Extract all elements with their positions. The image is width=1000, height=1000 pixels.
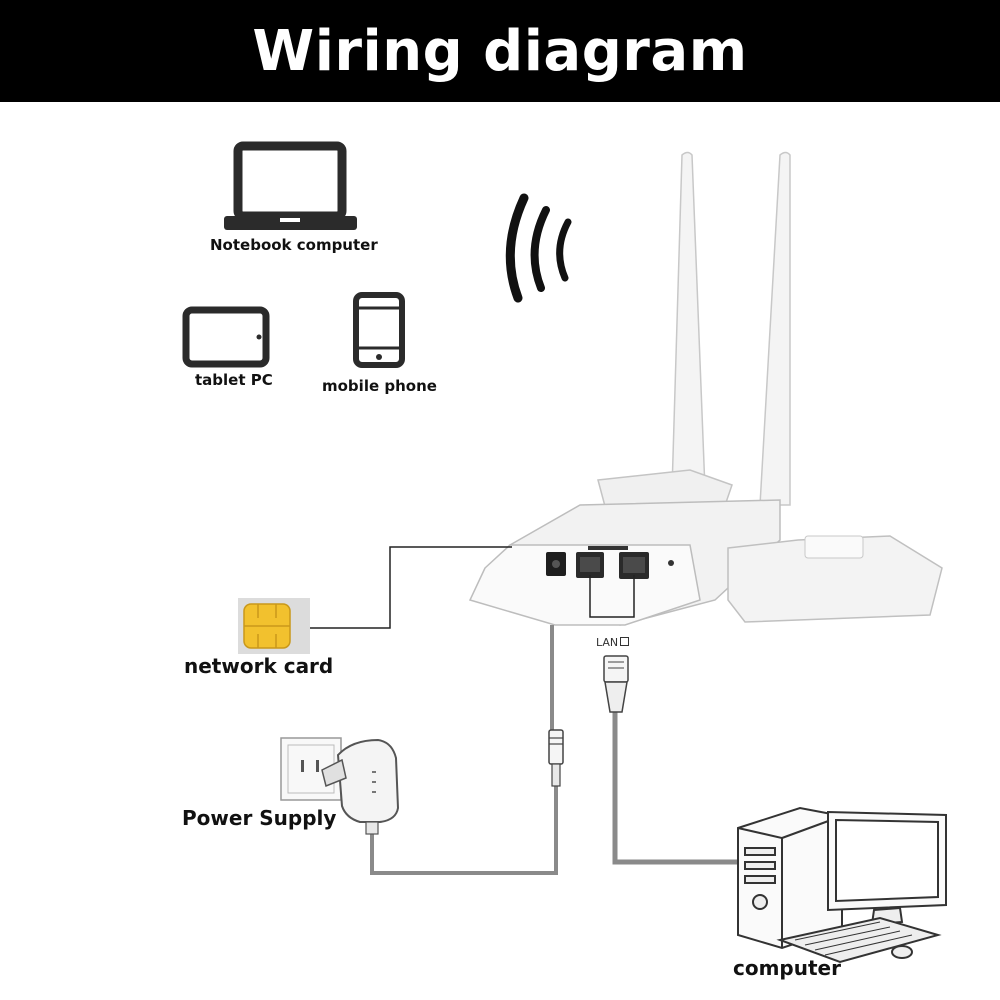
sim-card-icon — [238, 598, 310, 654]
lan-label-text: LAN — [596, 636, 619, 649]
computer-label: computer — [733, 956, 841, 980]
lan-port-glyph — [620, 637, 630, 646]
sim-connector-line — [310, 546, 512, 629]
lan-cable — [612, 712, 760, 865]
header-bar: Wiring diagram — [0, 0, 1000, 102]
tablet-icon — [182, 306, 270, 368]
lan-bracket — [589, 575, 635, 618]
power-cable — [370, 625, 558, 875]
network-card-label: network card — [184, 654, 334, 678]
mobile-phone-label: mobile phone — [322, 377, 437, 395]
wifi-signal-icon — [505, 193, 572, 303]
power-adapter-icon — [321, 738, 400, 835]
notebook-icon — [224, 141, 357, 230]
desktop-computer-icon — [737, 806, 947, 964]
tablet-label: tablet PC — [195, 371, 273, 389]
page-title: Wiring diagram — [252, 18, 748, 84]
notebook-label: Notebook computer — [210, 236, 378, 254]
power-supply-label: Power Supply — [182, 806, 337, 830]
rj45-plug-icon — [603, 655, 629, 713]
dc-plug-icon — [548, 729, 564, 787]
lan-label: LAN — [596, 636, 630, 649]
router-device — [468, 151, 943, 626]
mobile-phone-icon — [353, 292, 405, 368]
